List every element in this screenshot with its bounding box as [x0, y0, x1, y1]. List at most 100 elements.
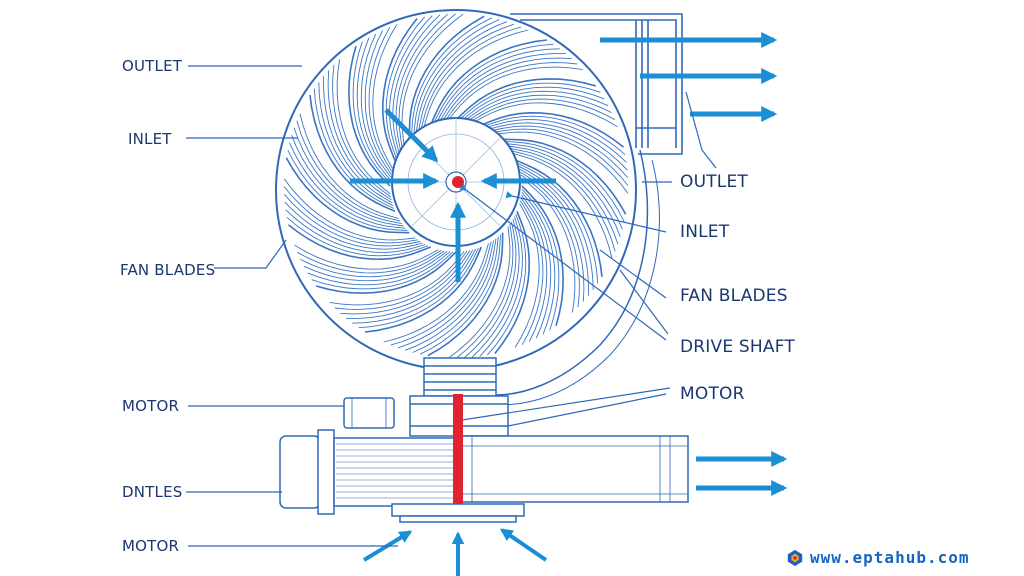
- blade-line: [423, 29, 529, 129]
- blade-line: [520, 197, 548, 342]
- label-dntles-left: DNTLES: [122, 483, 183, 501]
- blade-line: [519, 200, 544, 345]
- blade-line: [520, 174, 580, 308]
- blade-line: [352, 41, 391, 184]
- blade-line: [429, 39, 548, 126]
- blade-line: [291, 135, 404, 227]
- blade-line: [334, 250, 468, 310]
- blade-line: [392, 14, 441, 153]
- drive-shaft-center: [452, 176, 464, 188]
- blade-line: [473, 102, 618, 128]
- blade-line: [521, 177, 576, 313]
- blade-line: [284, 201, 423, 250]
- blade-line: [464, 90, 609, 121]
- blade-line: [315, 251, 457, 294]
- blade-line: [467, 94, 612, 122]
- blade-line: [385, 16, 426, 159]
- blade-line: [455, 78, 597, 121]
- fan-blades: [283, 13, 629, 359]
- blade-line: [441, 57, 572, 122]
- blade-line: [520, 171, 585, 302]
- blade-line: [408, 15, 485, 140]
- watermark-text: www.eptahub.com: [810, 548, 970, 567]
- blade-line: [286, 216, 429, 257]
- blade-line: [299, 113, 399, 219]
- blade-line: [461, 86, 605, 121]
- label-motor-bottom-left: MOTOR: [122, 537, 180, 555]
- watermark[interactable]: www.eptahub.com: [786, 548, 970, 567]
- blade-line: [419, 234, 501, 355]
- drive-shaft: [453, 394, 463, 504]
- blade-line: [327, 70, 392, 201]
- blade-line: [358, 247, 479, 329]
- blade-line: [283, 178, 416, 241]
- bottom-inlet-arrows: [362, 528, 548, 576]
- blade-line: [303, 251, 448, 282]
- blade-line: [348, 45, 391, 187]
- blade-line: [463, 221, 517, 359]
- blade-line: [390, 241, 492, 346]
- label-drive-shaft-right: DRIVE SHAFT: [680, 337, 795, 357]
- blade-line: [516, 159, 603, 278]
- label-inlet-left: INLET: [128, 130, 172, 148]
- blade-line: [508, 145, 621, 237]
- blade-line: [486, 119, 627, 163]
- blade-line: [517, 163, 599, 284]
- outlet-arrows: [600, 31, 788, 497]
- blade-line: [521, 194, 552, 339]
- blade-line: [447, 66, 583, 121]
- blade-line: [383, 243, 489, 343]
- blade-line: [356, 37, 391, 181]
- blade-line: [307, 251, 451, 286]
- motor-assembly: [279, 397, 689, 523]
- blade-line: [300, 250, 445, 278]
- blade-line: [283, 186, 418, 244]
- blade-line: [389, 15, 433, 156]
- blade-line: [311, 251, 454, 290]
- inlet-arrows: [350, 108, 556, 282]
- blade-line: [483, 115, 626, 156]
- blade-line: [521, 188, 560, 331]
- label-motor-right: MOTOR: [680, 384, 745, 404]
- blade-line: [372, 24, 398, 169]
- leader-lines-right: [459, 91, 717, 427]
- blade-line: [283, 193, 421, 247]
- blade-line: [435, 48, 560, 124]
- blade-line: [470, 98, 615, 123]
- blade-line: [412, 236, 499, 353]
- motor-cooling-fins: [336, 443, 458, 499]
- blade-line: [481, 111, 624, 148]
- blade-line: [313, 88, 395, 209]
- blade-line: [364, 246, 483, 333]
- blade-line: [471, 219, 520, 358]
- blade-line: [479, 216, 523, 357]
- blade-line: [285, 157, 410, 234]
- blade-line: [296, 120, 401, 222]
- blade-line: [413, 19, 500, 136]
- blade-line: [494, 128, 629, 186]
- blade-line: [297, 249, 442, 274]
- blade-line: [360, 33, 391, 178]
- blade-line: [415, 21, 507, 134]
- blade-line: [294, 244, 439, 270]
- blade-line: [486, 213, 527, 356]
- blade-line: [438, 53, 566, 123]
- blade-line: [491, 125, 629, 179]
- blade-line: [395, 13, 449, 151]
- blade-line: [287, 149, 408, 231]
- blade-line: [458, 82, 601, 121]
- blade-line: [364, 30, 392, 175]
- blade-line: [513, 153, 613, 259]
- blade-line: [502, 138, 627, 215]
- blade-line: [309, 94, 396, 213]
- blade-line: [285, 209, 426, 253]
- blade-line: [411, 17, 493, 138]
- shaft-neck: [423, 357, 497, 397]
- blade-line: [417, 23, 515, 132]
- blade-line: [494, 211, 531, 354]
- blade-line: [381, 18, 418, 161]
- blade-line: [496, 131, 629, 194]
- label-outlet-left: OUTLET: [122, 57, 183, 75]
- eptahub-logo-icon: [787, 549, 803, 566]
